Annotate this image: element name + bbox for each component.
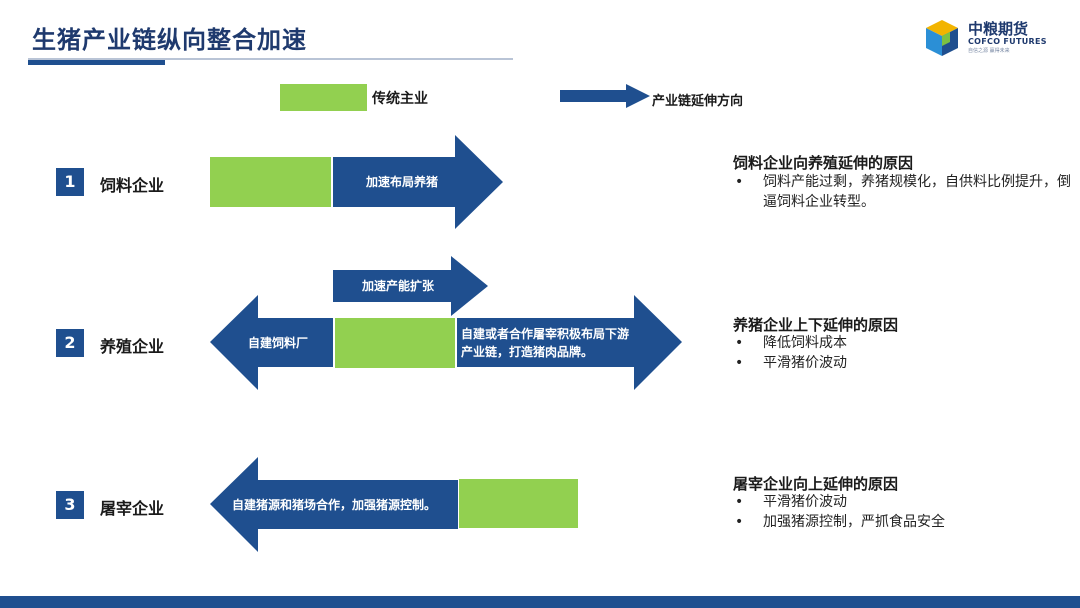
reason-title-breeding: 养猪企业上下延伸的原因 xyxy=(733,316,899,334)
arrow-text-line: 产业链，打造猪肉品牌。 xyxy=(461,345,594,359)
row-label-slaughter: 屠宰企业 xyxy=(100,499,165,518)
reason-item: 加强猪源控制，严抓食品安全 xyxy=(733,512,1073,532)
arrow-text-feedmill: 自建饲料厂 xyxy=(248,336,309,350)
arrow-up-expansion xyxy=(333,256,488,316)
page-title: 生猪产业链纵向整合加速 xyxy=(32,26,307,54)
arrow-right-slaughter xyxy=(457,295,682,390)
legend-traditional-label: 传统主业 xyxy=(372,91,428,107)
cofco-logo-icon xyxy=(926,20,958,56)
legend-traditional-swatch xyxy=(280,84,367,111)
reason-title-slaughter: 屠宰企业向上延伸的原因 xyxy=(733,475,899,493)
traditional-box-slaughter xyxy=(459,479,578,528)
arrow-text-slaughter: 自建或者合作屠宰积极布局下游 产业链，打造猪肉品牌。 xyxy=(461,325,661,361)
traditional-box-breeding xyxy=(335,318,455,368)
reason-list-breeding: 降低饲料成本 平滑猪价波动 xyxy=(733,333,1073,373)
row-number-badge: 2 xyxy=(56,329,84,357)
logo-tagline: 自信之源 赢得未来 xyxy=(968,48,1010,54)
row-number-badge: 1 xyxy=(56,168,84,196)
title-underline xyxy=(28,58,513,60)
logo-name-cn: 中粮期货 xyxy=(968,20,1029,38)
reason-item: 降低饲料成本 xyxy=(733,333,1073,353)
reason-list-feed: 饲料产能过剩，养猪规模化，自供料比例提升，倒逼饲料企业转型。 xyxy=(733,172,1073,212)
title-underline-accent xyxy=(28,60,165,65)
reason-title-feed: 饲料企业向养殖延伸的原因 xyxy=(733,154,914,172)
footer-bar xyxy=(0,596,1080,608)
reason-list-slaughter: 平滑猪价波动 加强猪源控制，严抓食品安全 xyxy=(733,492,1073,532)
row-label-breeding: 养殖企业 xyxy=(100,337,165,356)
legend-direction-label: 产业链延伸方向 xyxy=(652,94,744,109)
arrow-left-hogsource xyxy=(210,457,458,552)
logo-name-en: COFCO FUTURES xyxy=(968,37,1047,46)
arrow-text-line: 自建或者合作屠宰积极布局下游 xyxy=(461,327,630,341)
traditional-box-feed xyxy=(210,157,331,207)
legend-direction-arrow-icon xyxy=(560,84,650,108)
reason-item: 平滑猪价波动 xyxy=(733,492,1073,512)
arrow-text-hogsource: 自建猪源和猪场合作，加强猪源控制。 xyxy=(232,498,437,512)
arrow-text-feed: 加速布局养猪 xyxy=(366,175,439,189)
reason-item: 平滑猪价波动 xyxy=(733,353,1073,373)
arrow-text-expansion: 加速产能扩张 xyxy=(362,279,435,293)
reason-item: 饲料产能过剩，养猪规模化，自供料比例提升，倒逼饲料企业转型。 xyxy=(733,172,1073,212)
row-number-badge: 3 xyxy=(56,491,84,519)
arrow-left-feedmill xyxy=(210,295,333,390)
arrow-right-feed xyxy=(333,135,503,229)
row-label-feed: 饲料企业 xyxy=(100,176,165,195)
